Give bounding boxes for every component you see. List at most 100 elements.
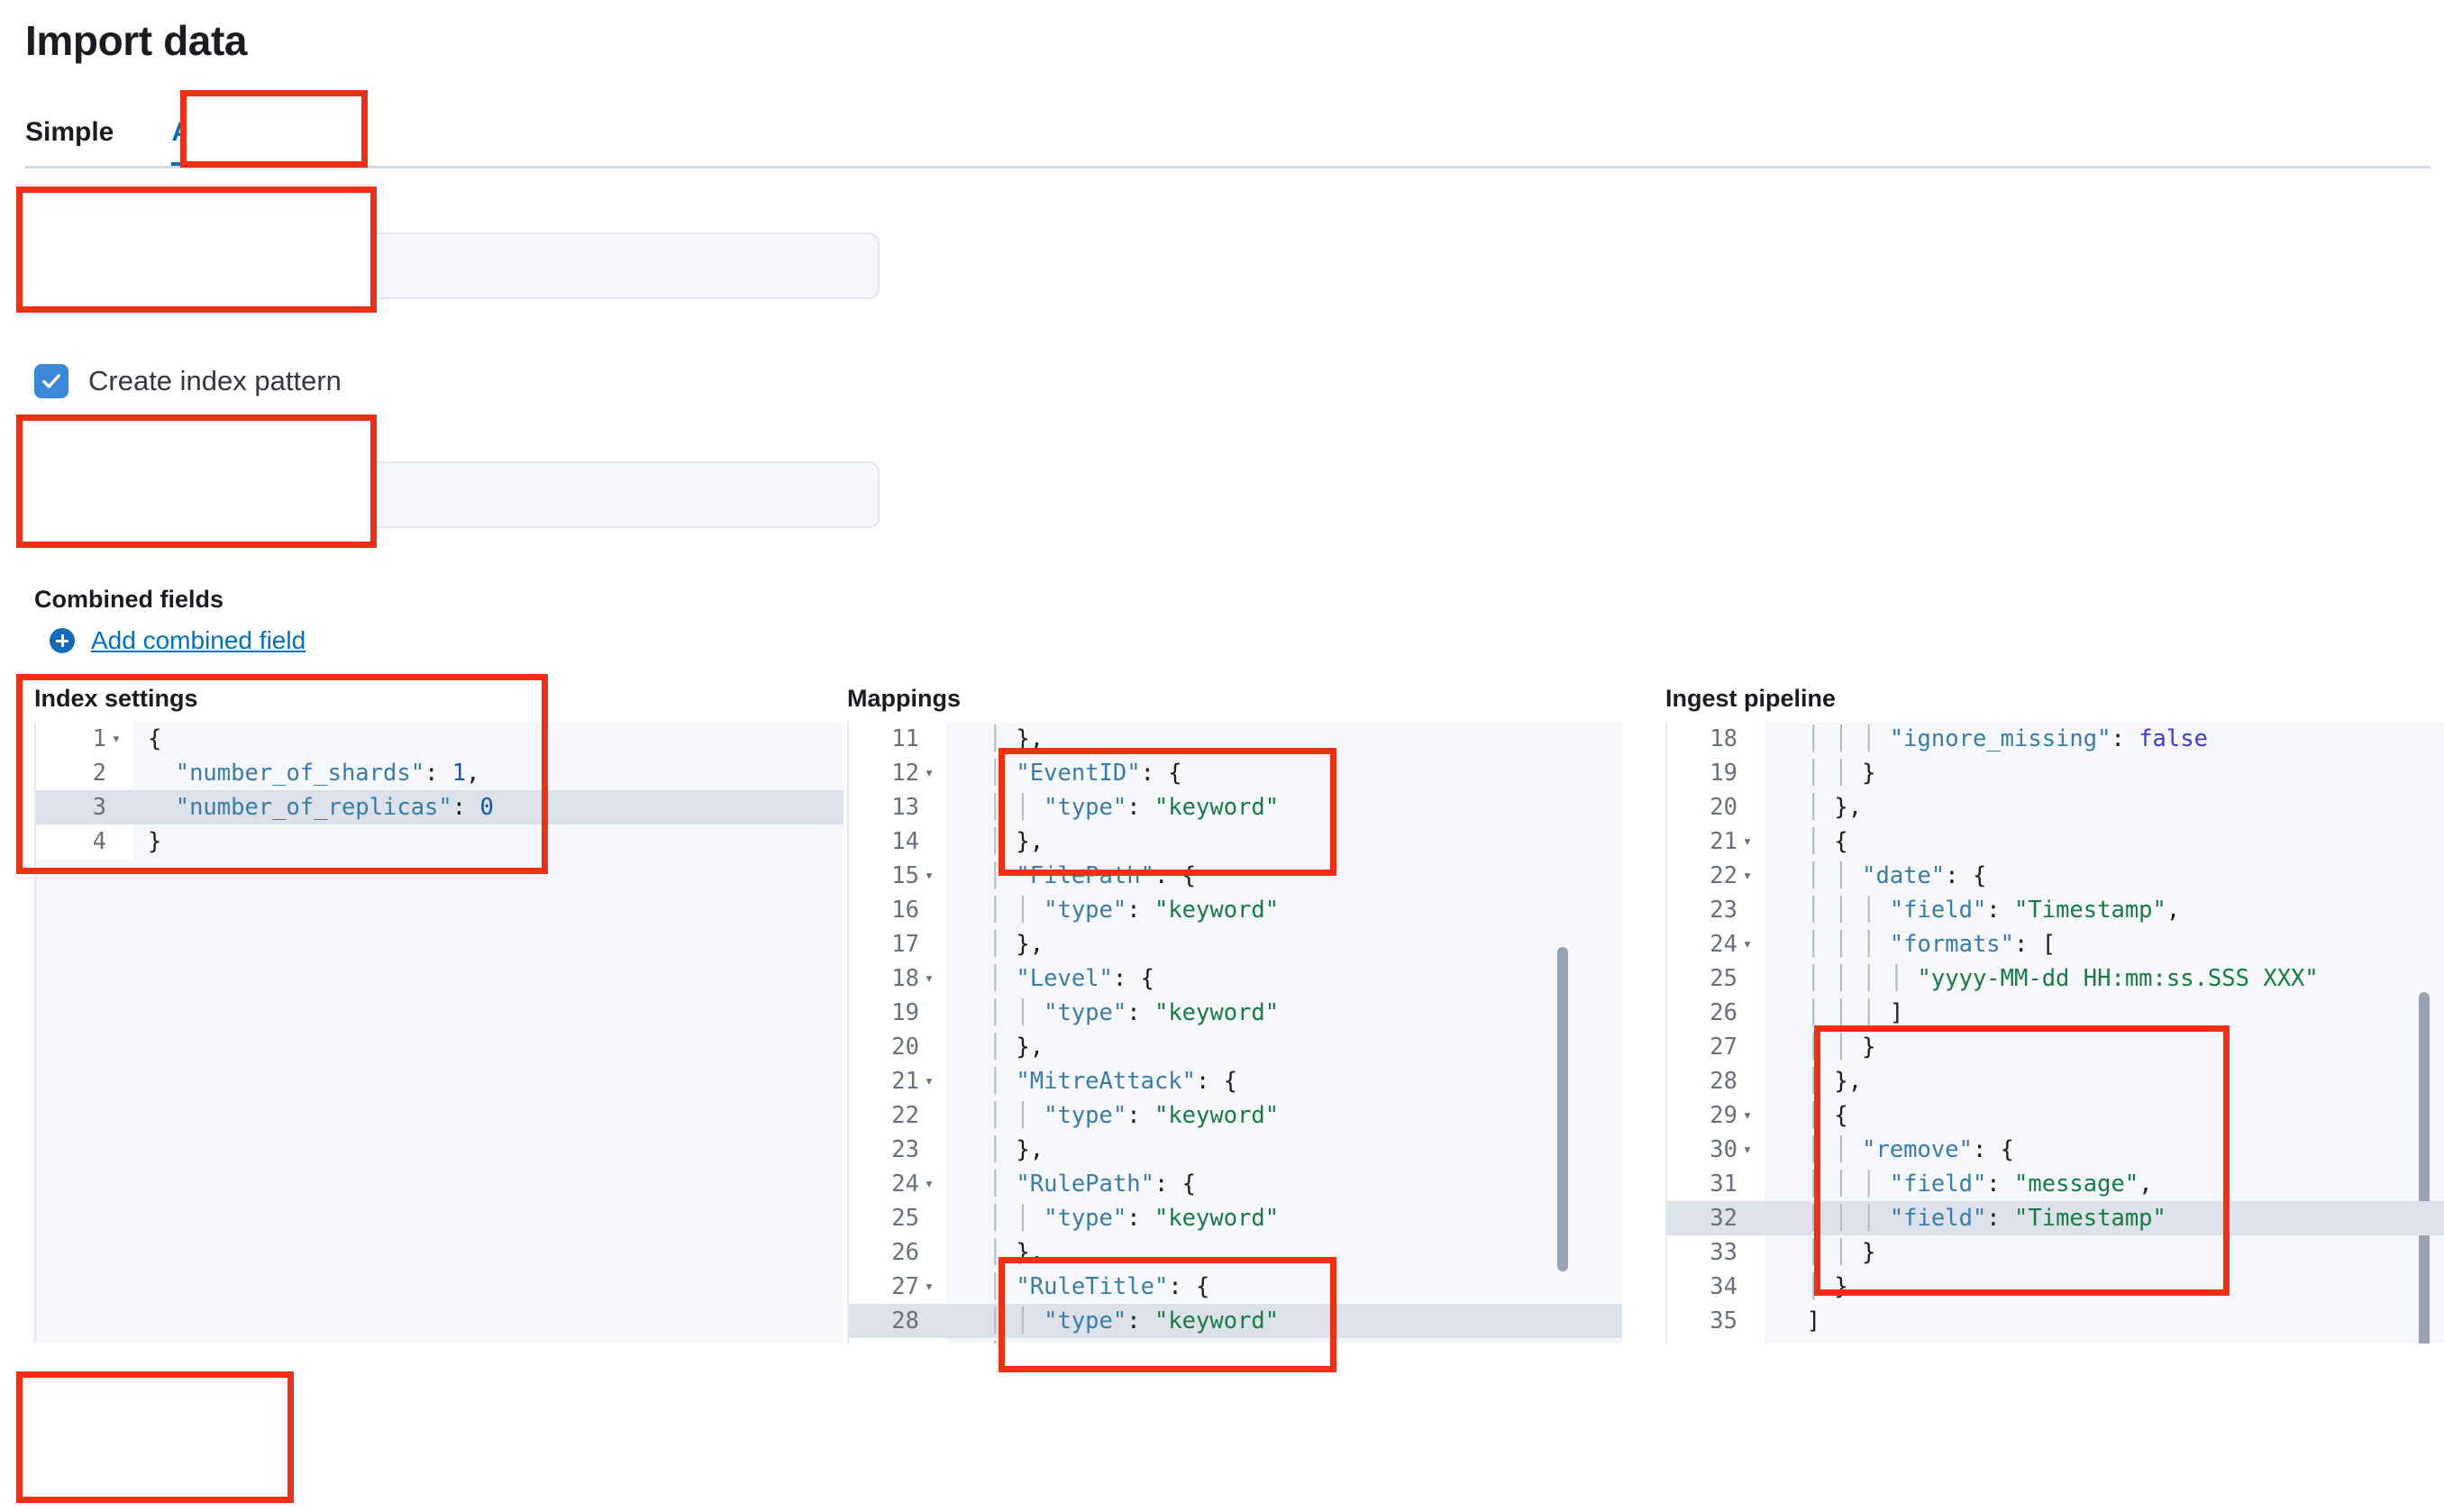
code-line[interactable]: 26 │ │ │ ] [1667,996,2444,1030]
code-text: { [148,725,162,752]
index-settings-editor[interactable]: 1▾ {2 "number_of_shards": 1,3 "number_of_… [34,722,844,1343]
tab-simple[interactable]: Simple [25,117,114,147]
line-number: 4 [36,824,133,859]
code-line[interactable]: 24▾ │ │ │ "formats": [ [1667,927,2444,961]
index-settings-panel: Index settings 1▾ {2 "number_of_shards": … [34,685,844,1343]
code-line[interactable]: 20 │ }, [849,1030,1622,1064]
code-text: │ "Level": { [961,965,1154,992]
fold-caret-icon[interactable]: ▾ [1742,867,1753,885]
index-pattern-name-input[interactable]: evtxlogs-hayabusa [34,461,880,528]
index-settings-title: Index settings [34,685,198,712]
line-number: 11 [849,722,946,756]
code-line[interactable]: 19 │ │ "type": "keyword" [849,996,1622,1030]
code-text: │ }, [961,931,1044,958]
code-line[interactable]: 33 │ │ } [1667,1235,2444,1270]
line-number: 32 [1667,1201,1765,1235]
code-text: │ │ } [1779,1034,1876,1061]
code-line[interactable]: 35 ] [1667,1304,2444,1338]
code-line[interactable]: 20 │ }, [1667,790,2444,824]
code-line[interactable]: 26 │ }, [849,1235,1622,1270]
code-line[interactable]: 29 │ }, [849,1338,1622,1343]
code-text: │ │ "type": "keyword" [961,999,1280,1026]
line-number: 30▾ [1667,1133,1765,1167]
code-line[interactable]: 22▾ │ │ "date": { [1667,859,2444,893]
tab-bar: Simple Advanced [25,97,330,168]
code-line[interactable]: 25 │ │ │ │ "yyyy-MM-dd HH:mm:ss.SSS XXX" [1667,961,2444,996]
code-line[interactable]: 4} [36,824,844,859]
code-text: │ "MitreAttack": { [961,1068,1238,1095]
code-line[interactable]: 23 │ }, [849,1133,1622,1167]
code-line[interactable]: 25 │ │ "type": "keyword" [849,1201,1622,1235]
mappings-editor[interactable]: 11 │ },12▾ │ "EventID": {13 │ │ "type": … [847,722,1622,1343]
create-index-pattern-checkbox[interactable]: Create index pattern [34,364,342,398]
mappings-panel: Mappings 11 │ },12▾ │ "EventID": {13 │ │… [847,685,1622,1343]
combined-fields-label: Combined fields [34,586,224,613]
fold-caret-icon[interactable]: ▾ [924,1278,935,1296]
fold-caret-icon[interactable]: ▾ [1742,833,1753,851]
fold-caret-icon[interactable]: ▾ [924,867,935,885]
code-line[interactable]: 29▾ │ { [1667,1098,2444,1133]
code-line[interactable]: 11 │ }, [849,722,1622,756]
ingest-pipeline-title: Ingest pipeline [1665,685,1837,712]
code-text: │ }, [961,828,1044,855]
code-text: │ │ │ "field": "Timestamp" [1779,1205,2166,1232]
mappings-scrollbar[interactable] [1557,947,1568,1271]
code-text: │ │ │ "formats": [ [1779,931,2056,958]
check-icon [34,364,68,398]
code-line[interactable]: 16 │ │ "type": "keyword" [849,893,1622,927]
code-line[interactable]: 18▾ │ "Level": { [849,961,1622,996]
code-line[interactable]: 22 │ │ "type": "keyword" [849,1098,1622,1133]
index-pattern-name-label: Index pattern name [34,427,258,454]
code-line[interactable]: 2 "number_of_shards": 1, [36,756,844,790]
code-line[interactable]: 15▾ │ "FilePath": { [849,859,1622,893]
line-number: 34 [1667,1270,1765,1304]
code-line[interactable]: 19 │ │ } [1667,756,2444,790]
tab-advanced[interactable]: Advanced [142,117,329,168]
code-text: ] [1806,1307,1821,1334]
code-line[interactable]: 34 │ } [1667,1270,2444,1304]
add-combined-field-button[interactable]: Add combined field [50,626,306,655]
fold-caret-icon[interactable]: ▾ [111,730,122,748]
code-line[interactable]: 18 │ │ │ "ignore_missing": false [1667,722,2444,756]
code-text: │ │ "type": "keyword" [961,794,1280,821]
fold-caret-icon[interactable]: ▾ [1742,1107,1753,1125]
code-line[interactable]: 1▾ { [36,722,844,756]
code-line[interactable]: 27▾ │ "RuleTitle": { [849,1270,1622,1304]
code-line[interactable]: 13 │ │ "type": "keyword" [849,790,1622,824]
code-line[interactable]: 23 │ │ │ "field": "Timestamp", [1667,893,2444,927]
code-line[interactable]: 14 │ }, [849,824,1622,859]
code-text: │ │ "type": "keyword" [961,1102,1280,1129]
fold-caret-icon[interactable]: ▾ [924,764,935,782]
code-line[interactable]: 28 │ }, [1667,1064,2444,1098]
code-line[interactable]: 36} [1667,1338,2444,1343]
line-number: 27▾ [849,1270,946,1304]
code-line[interactable]: 3 "number_of_replicas": 0 [36,790,844,824]
fold-caret-icon[interactable]: ▾ [1742,935,1753,953]
line-number: 16 [849,893,946,927]
code-line[interactable]: 30▾ │ │ "remove": { [1667,1133,2444,1167]
code-line[interactable]: 21▾ │ "MitreAttack": { [849,1064,1622,1098]
ingest-pipeline-scrollbar[interactable] [2419,992,2430,1343]
fold-caret-icon[interactable]: ▾ [924,1175,935,1193]
code-text: │ }, [946,1338,1622,1343]
code-line[interactable]: 21▾ │ { [1667,824,2444,859]
index-name-input[interactable]: evtxlogs-hayabusa [34,232,880,299]
line-number: 29 [849,1338,946,1343]
code-line[interactable]: 17 │ }, [849,927,1622,961]
code-text: "number_of_replicas": 0 [175,794,494,821]
code-line[interactable]: 24▾ │ "RulePath": { [849,1167,1622,1201]
fold-caret-icon[interactable]: ▾ [1742,1141,1753,1159]
code-line[interactable]: 28 │ │ "type": "keyword" [849,1304,1622,1338]
code-line[interactable]: 12▾ │ "EventID": { [849,756,1622,790]
code-line[interactable]: 31 │ │ │ "field": "message", [1667,1167,2444,1201]
code-line[interactable]: 27 │ │ } [1667,1030,2444,1064]
code-text: } [1765,1338,2444,1343]
fold-caret-icon[interactable]: ▾ [924,1072,935,1090]
code-line[interactable]: 32 │ │ │ "field": "Timestamp" [1667,1201,2444,1235]
import-button[interactable]: Import [34,1398,278,1478]
fold-caret-icon[interactable]: ▾ [924,970,935,988]
line-number: 1▾ [36,722,133,756]
line-number: 24▾ [1667,927,1765,961]
